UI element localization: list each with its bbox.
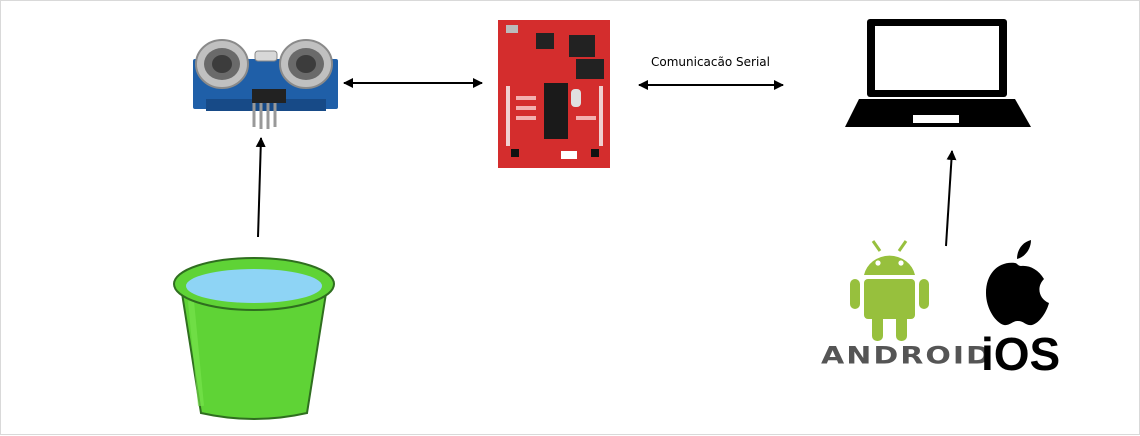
laptop-icon xyxy=(845,19,1031,127)
android-wordmark: ANDROID xyxy=(821,342,993,370)
serial-communication-label: Comunicacão Serial xyxy=(651,55,770,69)
apple-logo-icon xyxy=(986,240,1049,326)
water-bucket-icon xyxy=(173,257,335,420)
bucket-sensor-arrow xyxy=(255,137,266,238)
ultrasonic-sensor-icon xyxy=(193,39,338,129)
microcontroller-board-icon xyxy=(495,17,613,171)
mobile-laptop-arrow xyxy=(945,150,957,247)
android-robot-icon xyxy=(850,240,929,341)
ios-wordmark: iOS xyxy=(981,328,1061,380)
